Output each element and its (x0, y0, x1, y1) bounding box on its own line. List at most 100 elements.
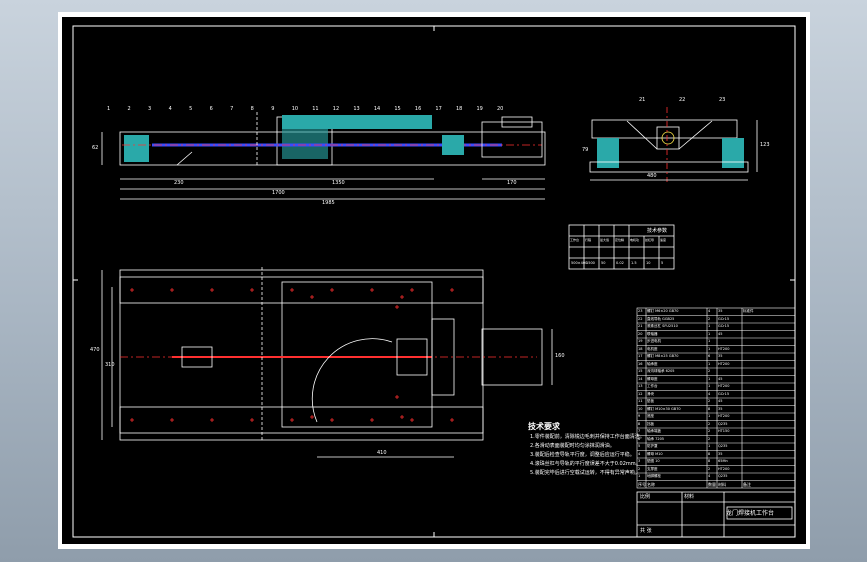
param-value: 1.5 (631, 261, 637, 265)
tech-req-item: 3.装配后检查导轨平行度，调整后应运行平稳。 (530, 452, 635, 458)
parts-cell: HT200 (718, 466, 730, 471)
parts-cell: 4 (638, 451, 641, 456)
callout-6: 6 (209, 106, 213, 112)
parts-cell: 18 (638, 346, 643, 351)
parts-cell: 螺钉 M10×30 GB70 (647, 406, 681, 411)
parts-cell: 1 (708, 331, 711, 336)
param-value: 50 (601, 261, 606, 265)
inner-frame (72, 25, 796, 538)
side-dim-bottom: 480 (647, 173, 657, 179)
top-dim-outer: 470 (90, 347, 100, 353)
callout-15: 15 (394, 106, 401, 112)
parts-cell: 5 (638, 444, 641, 448)
side-base (589, 161, 749, 173)
parts-cell: Q235 (718, 421, 728, 426)
parts-cell: 螺钉 M8×25 GB70 (647, 354, 679, 358)
top-outline (119, 269, 484, 441)
parts-cell: GCr15 (718, 324, 730, 328)
param-value: 5 (661, 261, 664, 265)
parts-cell: 防护罩 (647, 444, 658, 448)
title-drawing-name: 龙门焊接机工作台 (726, 510, 775, 517)
parts-cell: 23 (638, 309, 643, 313)
param-col: 定位精 (615, 238, 625, 242)
parts-cell: 17 (638, 354, 643, 358)
front-base (119, 131, 546, 166)
callout-9: 9 (271, 106, 275, 112)
parts-header: 材料 (718, 481, 726, 487)
title-scale: 比例 (640, 494, 651, 500)
side-screw-circle (661, 131, 675, 145)
tech-req-item: 1.零件装配前，清除锐边毛刺并保持工作台面清洁。 (530, 434, 645, 440)
parts-cell: 1 (708, 361, 711, 366)
parts-cell: GCr15 (718, 316, 730, 321)
front-left-support (124, 135, 149, 162)
parts-cell: Q235 (718, 444, 728, 448)
param-col: 丝杠导 (645, 238, 655, 242)
front-cover-plate (282, 115, 432, 129)
parts-cell: HT200 (718, 414, 730, 418)
top-worktable (281, 281, 433, 428)
callout-20: 20 (497, 106, 504, 112)
callout-22: 22 (679, 97, 686, 103)
parts-cell: 19 (638, 339, 643, 343)
parts-cell: 2 (708, 421, 711, 426)
parts-cell: 45 (718, 376, 723, 381)
title-sheet: 共 张 (640, 528, 652, 534)
parts-cell: 底座 (647, 414, 654, 418)
callout-5: 5 (189, 106, 193, 112)
parts-cell: 8 (708, 451, 711, 456)
parts-cell: 深沟球轴承 6205 (647, 369, 675, 373)
parts-cell: 4 (708, 391, 711, 396)
parts-cell: HT200 (718, 361, 730, 366)
parts-cell: GCr15 (718, 391, 730, 396)
parts-cell: 螺母 M10 (647, 451, 663, 456)
side-top-plate (591, 119, 738, 139)
top-motor-plate (431, 318, 455, 396)
callout-11: 11 (312, 106, 319, 112)
parts-cell: 22 (638, 316, 643, 321)
parts-cell: HT200 (718, 346, 730, 351)
parts-cell: 1 (708, 376, 711, 381)
top-view (101, 267, 553, 458)
callout-17: 17 (435, 106, 442, 112)
parts-cell: 14 (638, 376, 643, 381)
parts-cell: 1 (708, 324, 711, 328)
front-view (101, 112, 546, 200)
tech-req-item: 2.各滑动表面装配时均匀涂抹润滑油。 (530, 443, 615, 449)
callout-21: 21 (639, 97, 646, 103)
parts-cell: 3 (638, 459, 641, 463)
parts-cell: 2 (638, 466, 641, 471)
front-motor-top (501, 116, 533, 128)
parts-cell: 滚珠丝杠 SFU2510 (647, 324, 678, 328)
parts-cell: 挡板 (647, 421, 654, 426)
dim-right: 170 (507, 180, 517, 186)
param-value: 500×400 (571, 261, 588, 265)
side-left-rail (597, 138, 619, 168)
parts-cell: 螺母座 (647, 376, 658, 381)
parts-list (636, 307, 796, 489)
top-motor (481, 328, 543, 386)
parts-cell: 联轴器 (647, 331, 658, 336)
param-value: 10 (646, 261, 651, 265)
parts-cell: 轴承 7205 (647, 436, 665, 441)
top-nut-block (396, 338, 428, 376)
callout-1: 1 (107, 106, 111, 112)
parts-header: 备注 (743, 481, 751, 487)
top-dim-inner: 310 (105, 362, 115, 368)
parts-cell: 15 (638, 369, 643, 373)
front-bearing-housing (442, 135, 464, 155)
param-table-header: 技术参数 (647, 228, 668, 234)
parts-cell: 10 (638, 406, 643, 411)
param-value: 1500 (586, 261, 595, 265)
parts-cell: 8 (708, 459, 711, 463)
cad-drawing-canvas: 技术要求 龙门焊接机工作台 比例 材料 共 张 技术参数 230 1350 17… (62, 17, 806, 544)
parts-cell: 4 (708, 309, 711, 313)
parts-cell: 1 (708, 444, 711, 448)
parts-cell: HT150 (718, 429, 730, 433)
side-rib-b (678, 120, 713, 150)
top-dim-right: 160 (555, 353, 565, 359)
parts-cell: 1 (708, 414, 711, 418)
parts-cell: 支撑座 (647, 466, 658, 471)
parts-cell: 45 (718, 331, 723, 336)
parts-header: 序号 (638, 481, 646, 487)
